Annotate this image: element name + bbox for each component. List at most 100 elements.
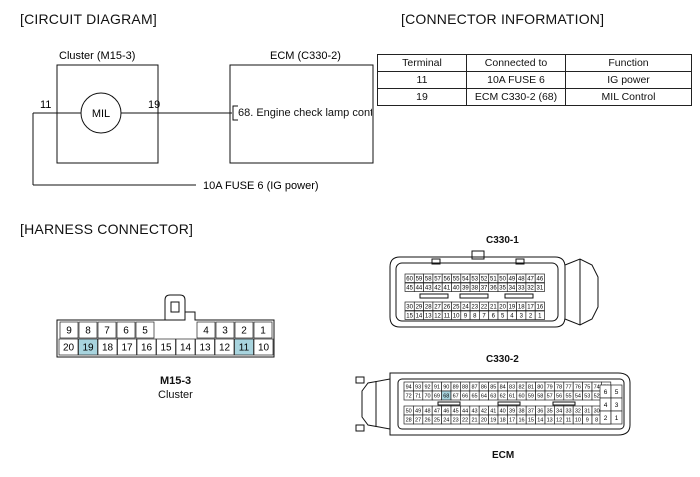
c330-2-tab [355,424,365,432]
pin-number: 6 [604,389,608,396]
pin-number: 38 [471,285,478,291]
pin-number: 94 [406,384,412,390]
pin-cell [59,321,79,339]
cluster-box [56,64,159,164]
pin-number: 16 [537,304,544,310]
pin-number: 93 [415,384,421,390]
pin-number: 86 [481,384,487,390]
pin-number: 28 [406,417,412,423]
pin-number: 28 [425,304,432,310]
pin-number: 11 [444,313,451,319]
pin-number: 23 [471,304,478,310]
pin-number: 5 [615,389,619,396]
pin-number: 13 [547,417,553,423]
pin-number: 66 [462,393,468,399]
pin-number: 1 [615,415,619,422]
pin-cell [116,321,136,339]
c330-1-housing [389,256,566,328]
c330-2-inner [397,378,625,430]
pin-cell [195,338,215,356]
c330-2-key-slot [437,401,461,406]
pin-cell [253,338,274,356]
pin-cell [58,338,79,356]
pin-number: 1 [260,326,266,337]
pin-19-label: 19 [148,99,160,111]
pin-number: 19 [509,304,516,310]
c330-1-key [431,258,441,265]
pin-number: 26 [424,417,430,423]
pin-number: 57 [547,393,553,399]
pin-cell [78,321,98,339]
c330-1-key [515,258,525,265]
pin-cell [215,321,235,339]
pin-number: 14 [416,313,423,319]
pin-number: 17 [527,304,534,310]
pin-number: 5 [501,313,505,319]
pin-number: 55 [453,276,460,282]
pin-number: 51 [490,276,497,282]
pin-number: 75 [584,384,590,390]
pin-number: 25 [434,417,440,423]
pin-number: 17 [509,417,515,423]
pin-number: 59 [416,276,423,282]
pin-cell [97,338,118,356]
pin-number: 39 [462,285,469,291]
pin-number: 62 [500,393,506,399]
pin-number: 49 [509,276,516,282]
pin-number: 79 [547,384,553,390]
pin-cell [214,338,235,356]
pin-number: 33 [565,408,571,414]
pin-number: 18 [500,417,506,423]
pin-number: 32 [575,408,581,414]
pin-cell [78,338,98,356]
pin-number: 72 [406,393,412,399]
connector-info-table: Terminal Connected to Function 11 10A FU… [377,54,692,106]
pin-number: 22 [462,417,468,423]
pin-number: 30 [406,304,413,310]
pin-number: 26 [444,304,451,310]
pin-number: 52 [594,393,600,399]
table-row: 19 ECM C330-2 (68) MIL Control [377,88,692,106]
pin-number: 3 [520,313,524,319]
ecm-name-label: ECM [492,450,515,461]
pin-number: 14 [180,343,192,354]
pin-number: 5 [142,326,148,337]
pin-number: 78 [556,384,562,390]
pin-number: 83 [509,384,515,390]
pin-number: 45 [406,285,413,291]
c330-1-key-slot [504,293,534,299]
m15-3-lock-tab [164,294,186,320]
pin-number: 17 [121,343,133,354]
pin-number: 50 [499,276,506,282]
pin-number: 33 [518,285,525,291]
pin-number: 8 [85,326,91,337]
pin-number: 44 [416,285,423,291]
pin-number: 36 [537,408,543,414]
pin-number: 54 [575,393,581,399]
pin-number: 36 [490,285,497,291]
pin-cell [196,321,216,339]
pin-number: 15 [406,313,413,319]
pin-number: 11 [566,417,572,423]
pin-number: 39 [509,408,515,414]
pin-number: 16 [518,417,524,423]
pin-number: 70 [424,393,430,399]
pin-number: 61 [509,393,515,399]
pin-number: 30 [594,408,600,414]
pin-number: 29 [416,304,423,310]
pin-number: 9 [586,417,589,423]
pin-number: 41 [444,285,451,291]
fuse-label: 10A FUSE 6 (IG power) [203,180,319,192]
c330-1-latch [471,250,485,260]
pin-number: 42 [434,285,441,291]
pin-number: 13 [425,313,432,319]
pin-number: 16 [141,343,153,354]
c330-1-strain-relief [564,258,599,326]
pin-number: 7 [104,326,110,337]
pin-cell [534,301,545,311]
pin-number: 58 [537,393,543,399]
pin-number: 37 [481,285,488,291]
pin-number: 6 [492,313,496,319]
c330-1-inner [395,262,559,322]
